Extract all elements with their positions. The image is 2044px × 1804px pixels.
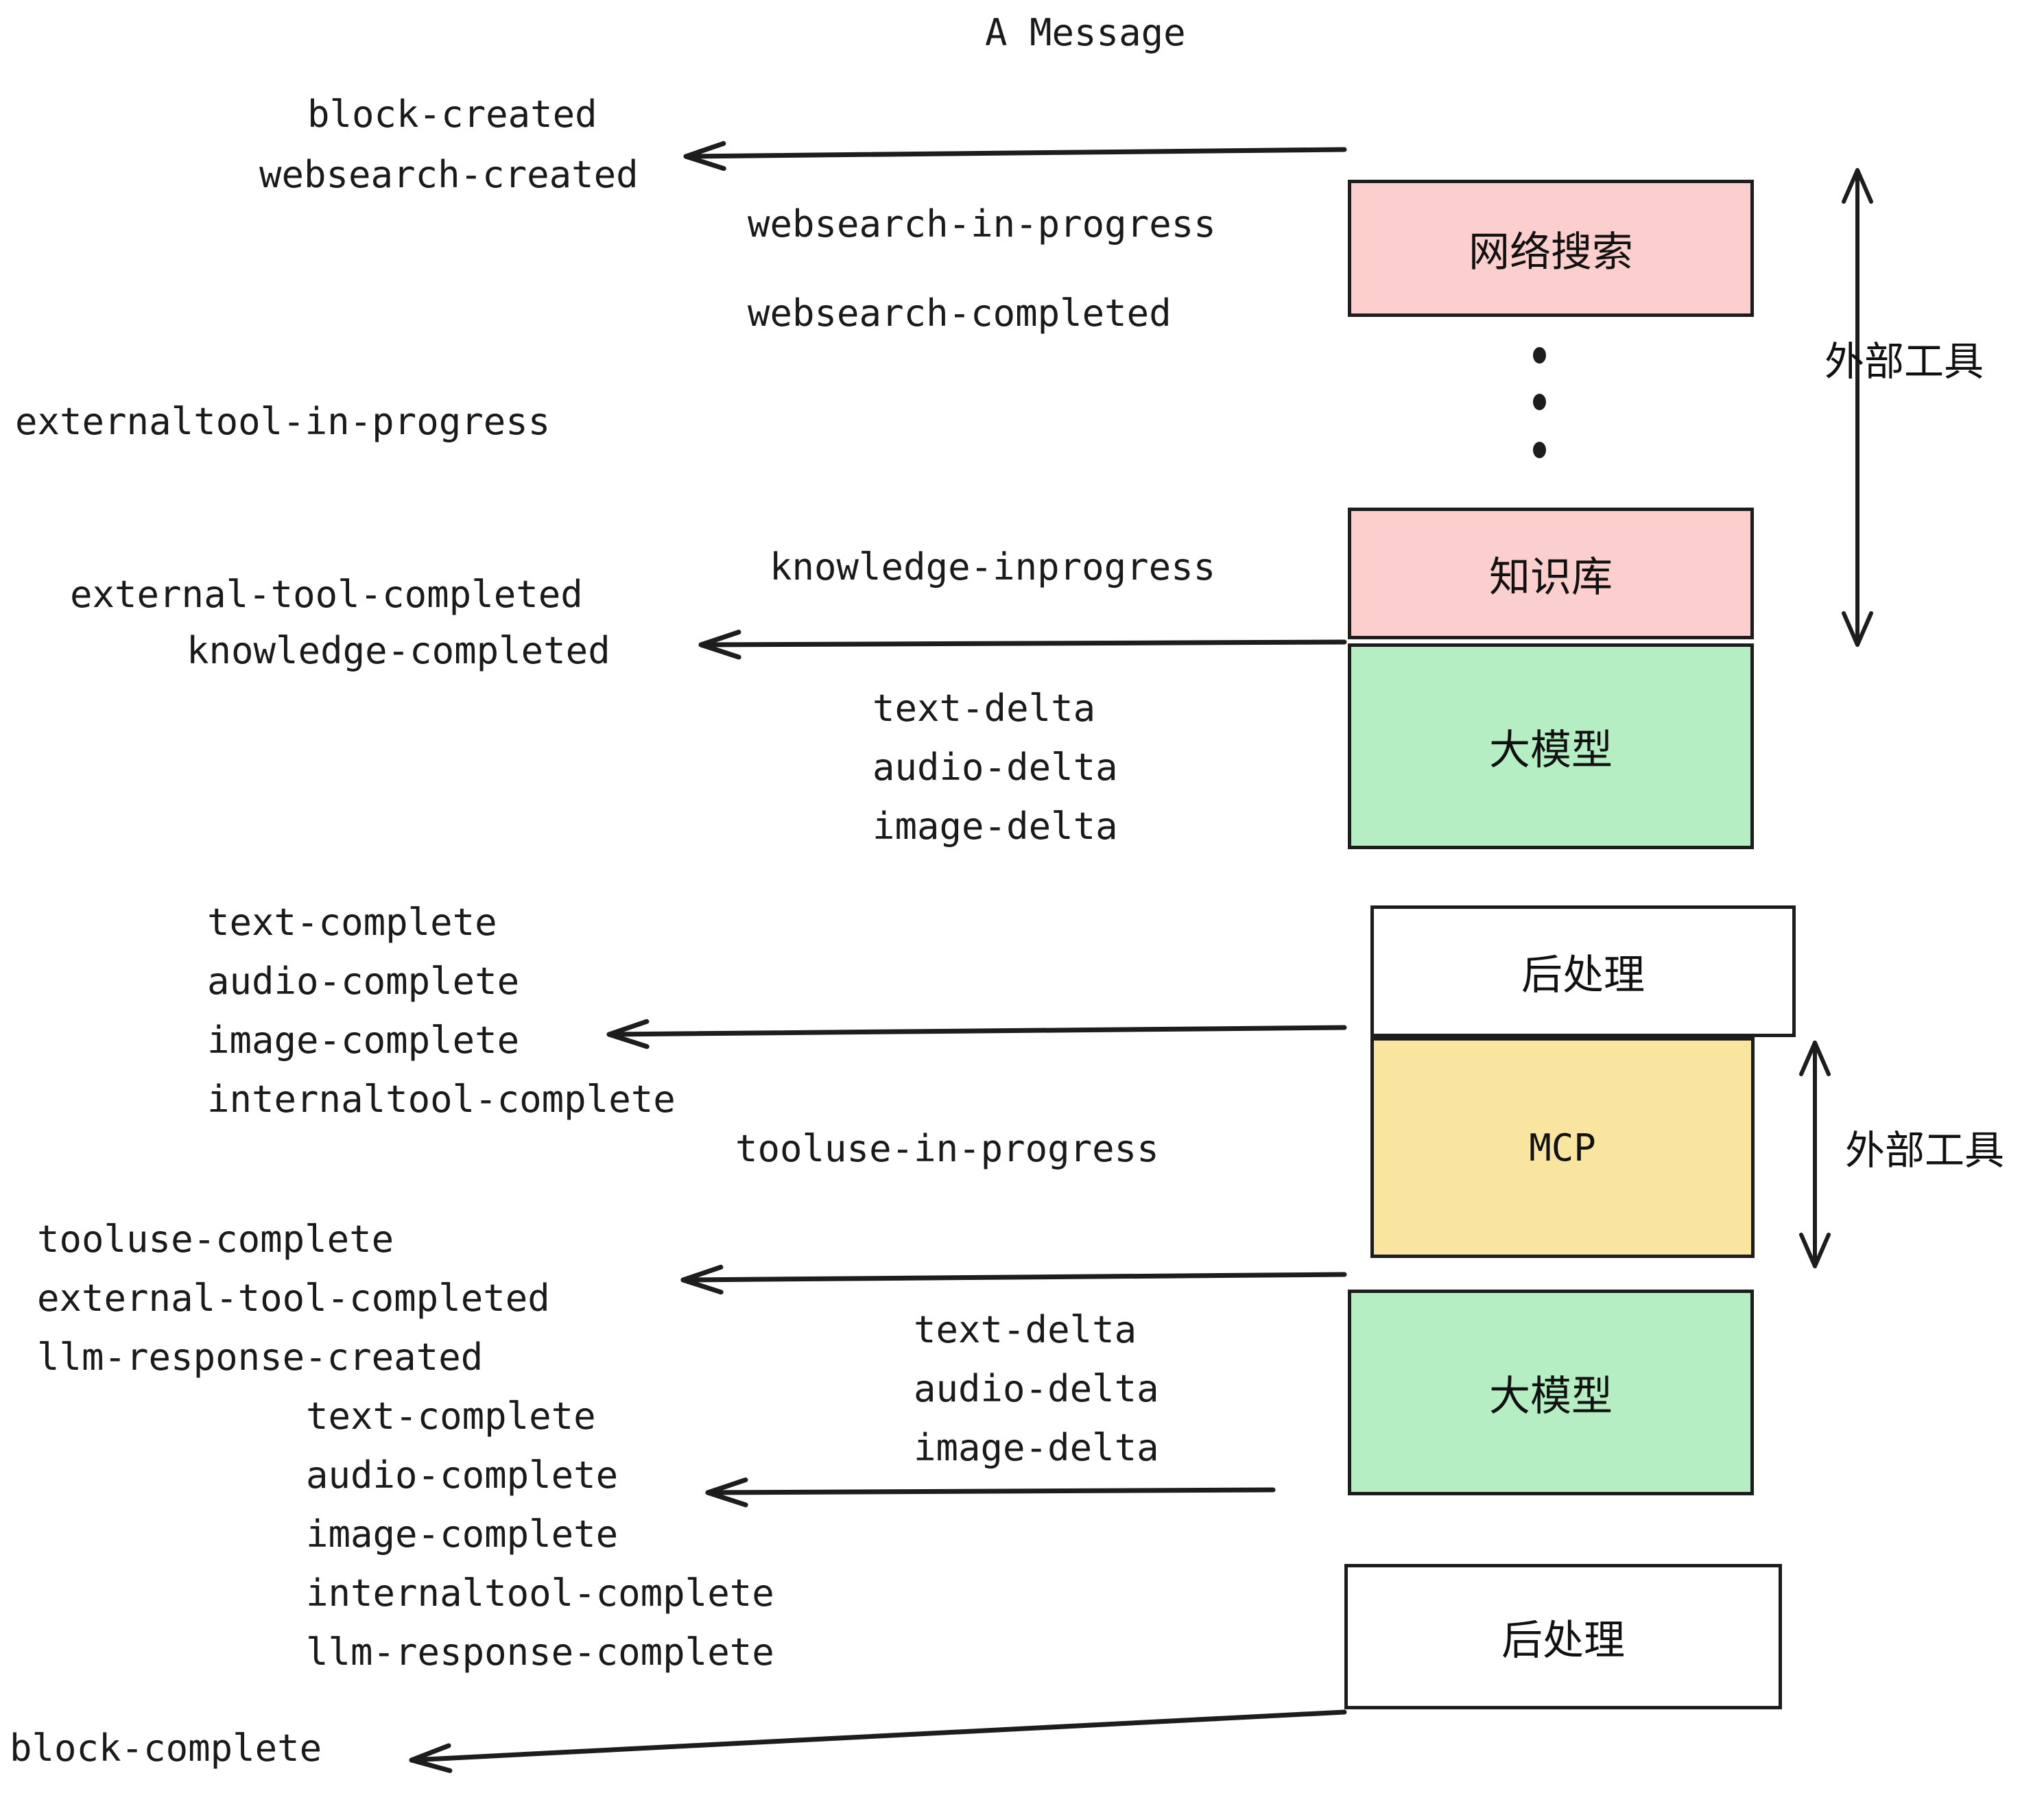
box-post-2: 后处理 [1344,1564,1782,1709]
event-label-llm-response-complete: llm-response-complete [306,1630,774,1674]
event-label-websearch-created: websearch-created [259,153,639,196]
event-label-text-complete-1: text-complete [207,901,497,944]
arrow-block-complete-shaft [409,1709,1347,1763]
event-label-websearch-completed: websearch-completed [748,292,1172,335]
ellipsis-dot [1533,442,1546,458]
box-llm-1: 大模型 [1348,643,1754,849]
box-websearch: 网络搜索 [1348,180,1754,317]
arrow-image-complete [606,1019,1347,1049]
event-label-llm-response-created: llm-response-created [37,1336,484,1379]
external-tool-arrow-top-head-down [1842,611,1873,647]
arrow-knowledge [698,630,1347,660]
arrow-audio-complete-shaft [705,1487,1276,1495]
event-label-image-complete-1: image-complete [207,1019,520,1062]
event-label-image-delta-1: image-delta [872,805,1118,848]
page-title: A Message [985,11,1186,54]
arrow-audio-complete-head [705,1477,748,1508]
external-tool-arrow-bottom-head-up [1799,1041,1831,1076]
event-label-tooluse-complete: tooluse-complete [37,1218,394,1261]
arrow-image-complete-shaft [606,1025,1347,1037]
event-label-audio-complete-2: audio-complete [306,1453,619,1497]
event-label-internaltool-complete-1: internaltool-complete [207,1078,676,1121]
event-label-audio-delta-2: audio-delta [914,1367,1159,1410]
box-knowledge: 知识库 [1348,508,1754,639]
event-label-external-tool-completed-1: external-tool-completed [70,573,583,616]
event-label-tooluse-in-progress: tooluse-in-progress [735,1127,1159,1170]
event-label-websearch-in-progress: websearch-in-progress [748,202,1216,246]
arrow-knowledge-head [698,630,741,660]
arrow-block-created [683,141,1347,171]
arrow-block-complete-head [409,1743,453,1773]
arrow-block-created-head [683,141,726,171]
box-mcp: MCP [1370,1037,1755,1258]
box-llm-2: 大模型 [1348,1290,1754,1495]
arrow-knowledge-shaft [698,639,1347,648]
event-label-internaltool-complete-2: internaltool-complete [306,1571,774,1615]
side-label-external-tool-top: 外部工具 [1825,338,1984,385]
box-post-1: 后处理 [1370,905,1796,1037]
event-label-image-delta-2: image-delta [914,1426,1159,1469]
arrow-block-complete [409,1709,1347,1773]
external-tool-arrow-bottom [1799,1041,1831,1268]
event-label-text-delta-1: text-delta [872,687,1096,730]
external-tool-arrow-bottom-head-down [1799,1233,1831,1268]
arrow-tooluse [680,1264,1347,1295]
side-label-external-tool-bottom: 外部工具 [1845,1127,2005,1174]
arrow-tooluse-head [680,1264,724,1295]
event-label-block-complete: block-complete [10,1726,322,1770]
event-label-text-complete-2: text-complete [306,1394,596,1438]
event-label-block-created: block-created [307,93,597,136]
event-label-audio-complete-1: audio-complete [207,960,520,1003]
arrow-block-created-shaft [683,147,1347,159]
external-tool-arrow-top [1842,168,1873,647]
arrow-audio-complete [705,1477,1276,1508]
event-label-knowledge-completed: knowledge-completed [187,629,610,672]
event-label-external-tool-completed-2: external-tool-completed [37,1277,550,1320]
ellipsis-dot [1533,347,1546,364]
arrow-tooluse-shaft [680,1272,1347,1283]
event-label-externaltool-in-progress: externaltool-in-progress [15,400,551,443]
event-label-image-complete-2: image-complete [306,1512,619,1556]
arrow-image-complete-head [606,1019,650,1049]
event-label-text-delta-2: text-delta [914,1308,1137,1351]
external-tool-arrow-top-head-up [1842,168,1873,204]
ellipsis-dot [1533,394,1546,410]
event-label-audio-delta-1: audio-delta [872,746,1118,789]
event-label-knowledge-inprogress: knowledge-inprogress [770,545,1216,589]
